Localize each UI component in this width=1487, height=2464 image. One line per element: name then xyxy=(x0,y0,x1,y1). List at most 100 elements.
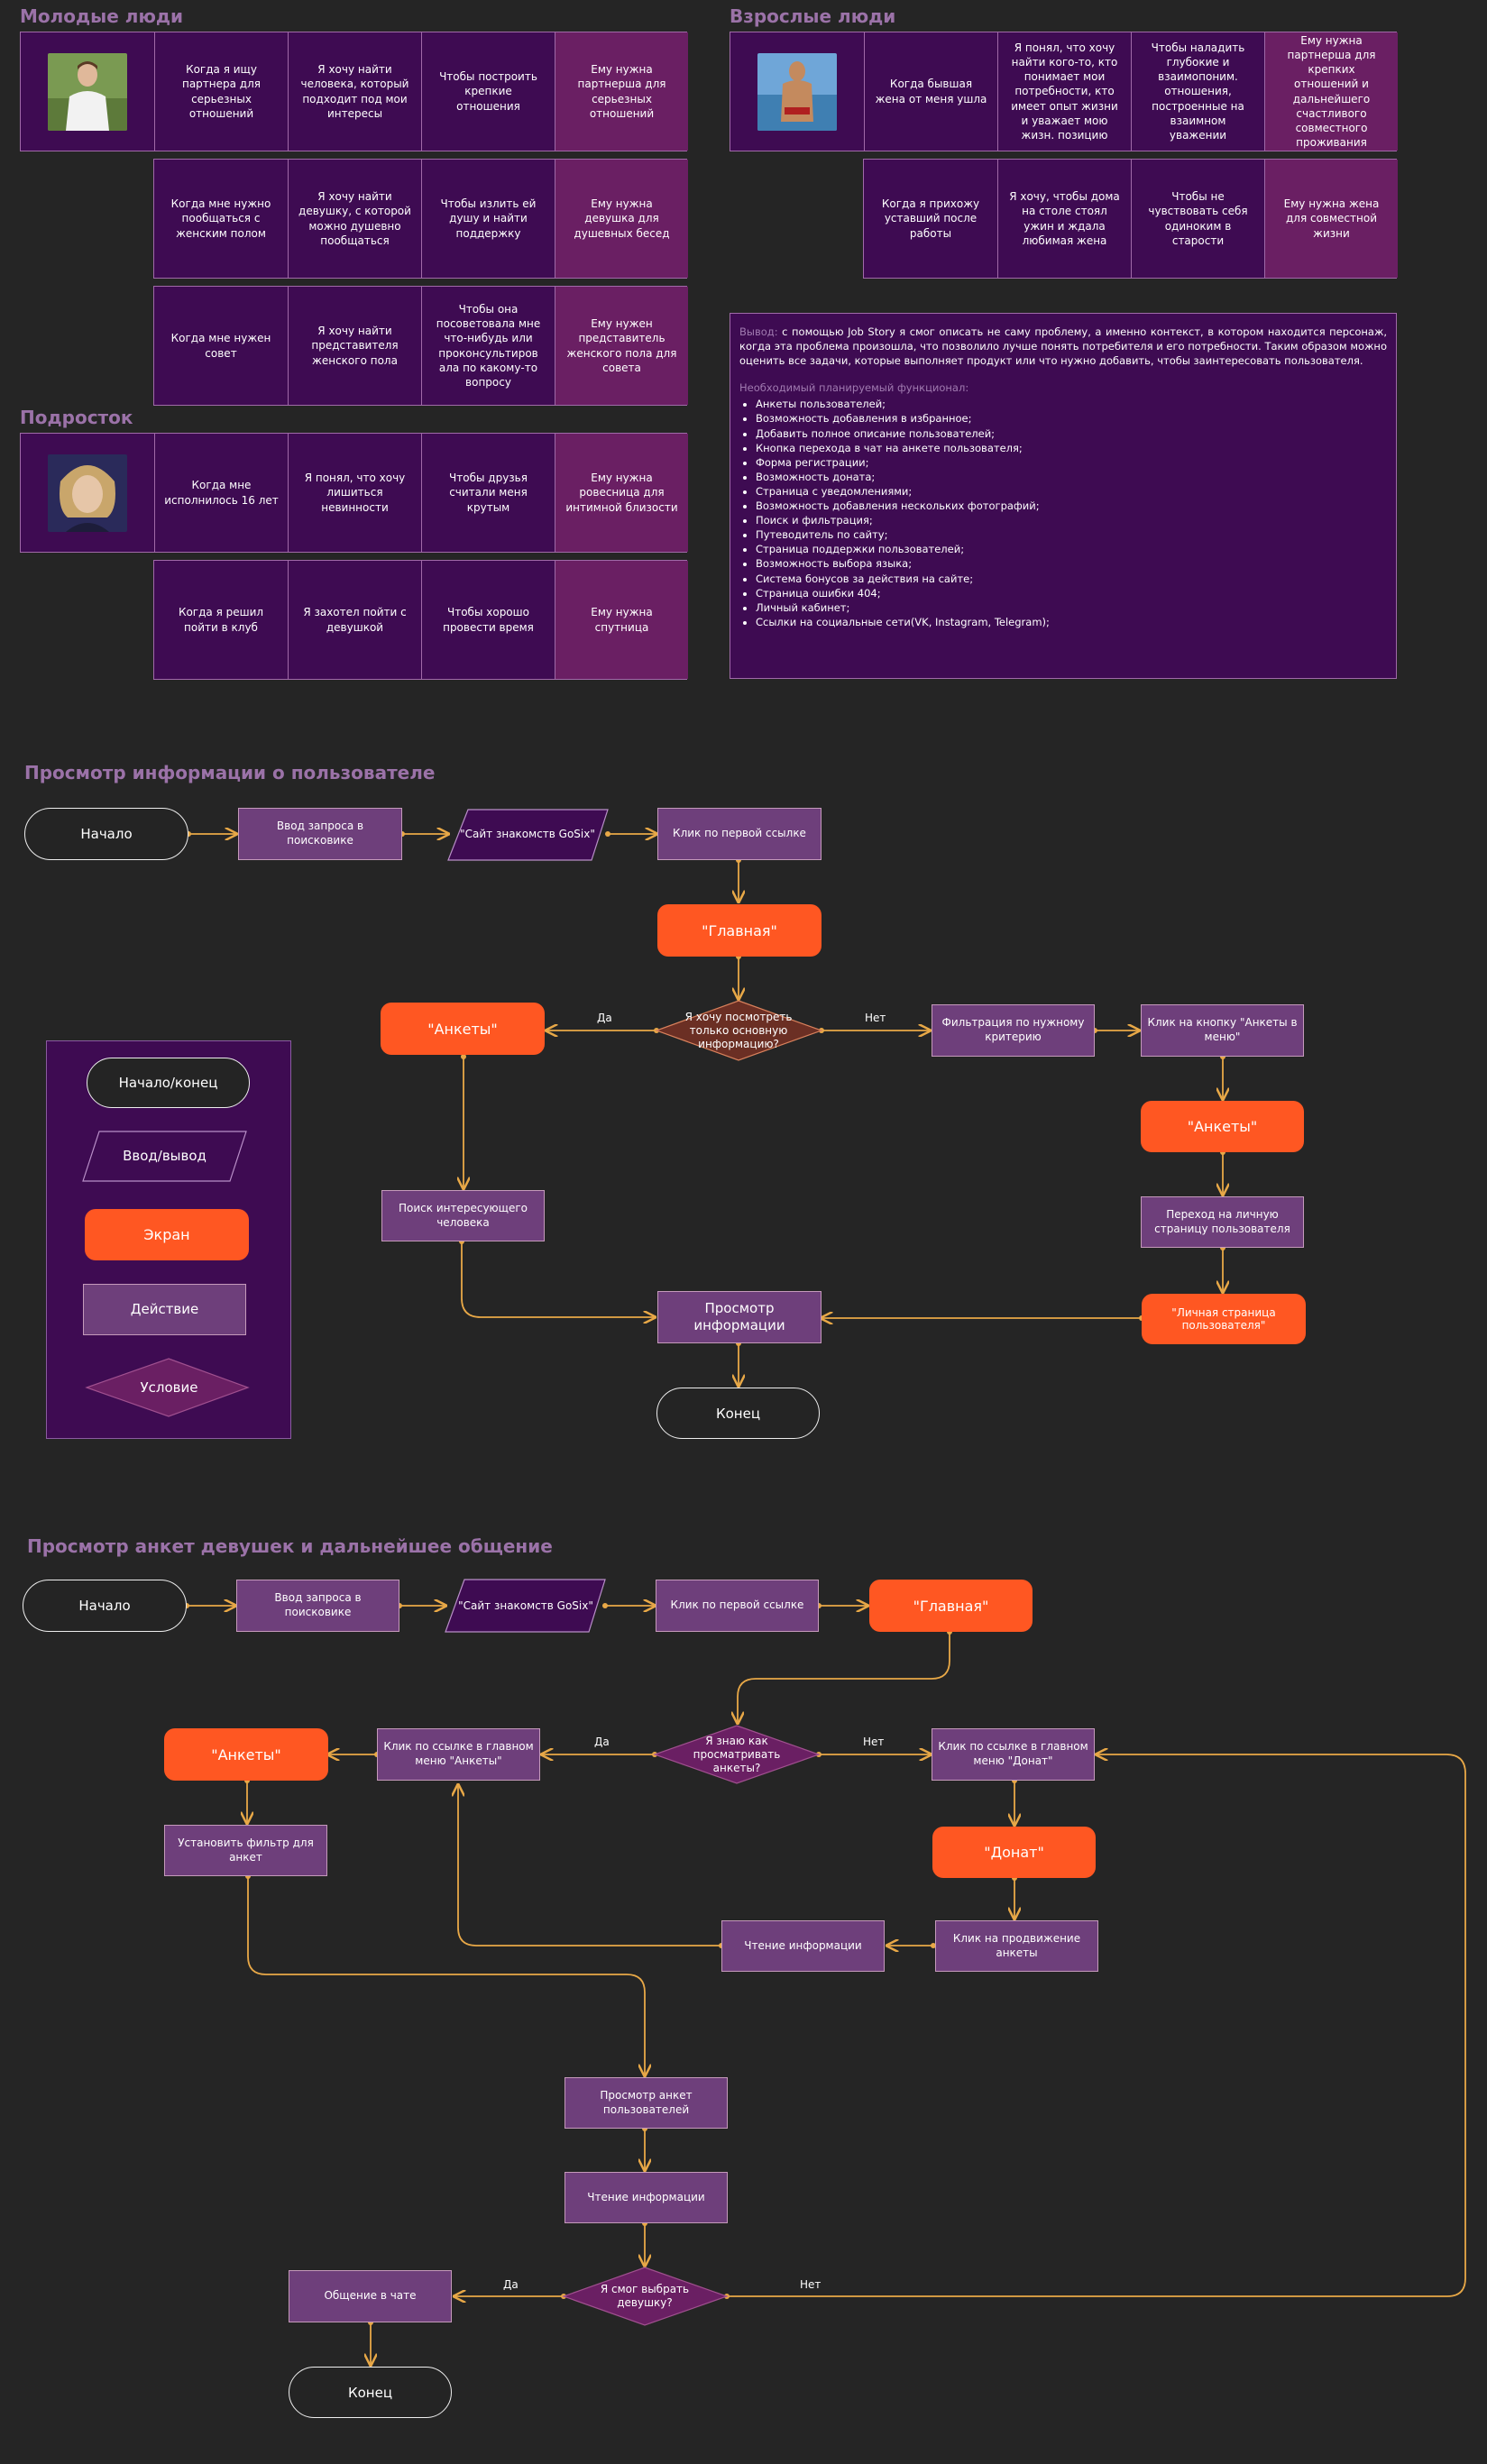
conclusion-text: с помощью Job Story я смог описать не са… xyxy=(739,325,1387,368)
story-cell: Чтобы хорошо провести время xyxy=(421,561,555,679)
story-cell: Когда мне нужно пообщаться с женским пол… xyxy=(170,197,271,240)
anketi-screen-2: "Анкеты" xyxy=(1141,1101,1304,1152)
legend-action: Действие xyxy=(83,1284,246,1335)
legend-io: Ввод/вывод xyxy=(123,1148,207,1165)
donat-screen: "Донат" xyxy=(932,1827,1096,1878)
read-info-action-2: Чтение информации xyxy=(565,2172,728,2223)
story-cell: Я хочу найти человека, который подходит … xyxy=(288,32,421,151)
search-action: Ввод запроса в поисковике xyxy=(238,808,402,860)
young-title: Молодые люди xyxy=(20,5,184,27)
menu-donat-action: Клик по ссылке в главном меню "Донат" xyxy=(932,1728,1095,1781)
story-cell: Чтобы друзья считали меня крутым xyxy=(421,434,555,552)
story-cell: Ему нужна девушка для душевных бесед xyxy=(555,160,688,278)
legend-condition-shape xyxy=(85,1358,250,1417)
conclusion-paragraph: Вывод: с помощью Job Story я смог описат… xyxy=(739,325,1387,368)
click-menu-action: Клик на кнопку "Анкеты в меню" xyxy=(1141,1004,1304,1057)
conclusion-label: Вывод: xyxy=(739,325,778,338)
functionality-item: Возможность добавления нескольких фотогр… xyxy=(756,499,1387,513)
chat-action: Общение в чате xyxy=(289,2270,452,2322)
adult-title: Взрослые люди xyxy=(730,5,896,27)
decision-text: Я хочу посмотреть только основную информ… xyxy=(684,1010,793,1050)
story-cell: Я хочу, чтобы дома на столе стоял ужин и… xyxy=(997,160,1131,278)
functionality-item: Личный кабинет; xyxy=(756,600,1387,615)
persona-photo-cell xyxy=(21,32,154,151)
no-label: Нет xyxy=(865,1012,886,1024)
io-shape xyxy=(447,809,609,861)
story-cell: Я понял, что хочу найти кого-то, кто пон… xyxy=(997,32,1131,151)
main-screen: "Главная" xyxy=(657,904,822,957)
decision-text-3: Я смог выбрать девушку? xyxy=(600,2283,690,2309)
story-cell: Чтобы наладить глубокие и взаимопоним. о… xyxy=(1131,32,1264,151)
story-cell: Когда мне исполнилось 16 лет xyxy=(154,434,288,552)
functionality-item: Возможность выбора языка; xyxy=(756,556,1387,571)
story-cell: Ему нужна жена для совместной жизни xyxy=(1264,160,1398,278)
start-terminal: Начало xyxy=(24,808,188,860)
functionality-item: Страница поддержки пользователей; xyxy=(756,542,1387,556)
story-cell: Я понял, что хочу лишиться невинности xyxy=(288,434,421,552)
functionality-item: Страница с уведомлениями; xyxy=(756,484,1387,499)
adult-man-photo xyxy=(757,52,837,131)
story-cell: Ему нужна партнерша для крепких отношени… xyxy=(1264,32,1398,151)
menu-anketi-action: Клик по ссылке в главном меню "Анкеты" xyxy=(377,1728,540,1781)
story-cell: Когда я решил пойти в клуб xyxy=(178,606,264,634)
adult-story-row-2: Когда я прихожу уставший после работы Я … xyxy=(863,159,1398,279)
start-terminal-2: Начало xyxy=(23,1580,187,1632)
end-terminal: Конец xyxy=(656,1388,820,1439)
functionality-item: Анкеты пользователей; xyxy=(756,397,1387,411)
legend-condition: Условие xyxy=(140,1379,198,1396)
anketi-screen-3: "Анкеты" xyxy=(164,1728,328,1781)
site-io: "Сайт знакомств GoSix" xyxy=(460,827,595,840)
flow1-title: Просмотр информации о пользователе xyxy=(24,762,436,783)
no-label-3: Нет xyxy=(800,2278,822,2291)
functionality-item: Ссылки на социальные сети(VK, Instagram,… xyxy=(756,615,1387,629)
legend-io-shape xyxy=(82,1131,247,1182)
flow2-title: Просмотр анкет девушек и дальнейшее обще… xyxy=(27,1535,553,1557)
young-story-row-1: Когда я ищу партнера для серьезных отнош… xyxy=(20,32,688,151)
personal-page-screen: "Личная страница пользователя" xyxy=(1142,1294,1306,1344)
main-screen-2: "Главная" xyxy=(869,1580,1033,1632)
legend-terminal: Начало/конец xyxy=(87,1058,250,1108)
story-cell: Чтобы излить ей душу и найти поддержку xyxy=(421,160,555,278)
filter-action: Фильтрация по нужному критерию xyxy=(932,1004,1095,1057)
story-cell: Я хочу найти девушку, с которой можно ду… xyxy=(288,160,421,278)
promote-action: Клик на продвижение анкеты xyxy=(935,1920,1098,1972)
story-cell: Ему нужен представитель женского пола дл… xyxy=(555,287,688,405)
end-terminal-2: Конец xyxy=(289,2367,452,2418)
read-info-action-1: Чтение информации xyxy=(721,1920,885,1972)
story-cell: Когда я ищу партнера для серьезных отнош… xyxy=(154,32,288,151)
teen-story-row-2: Когда я решил пойти в клуб Я захотел пой… xyxy=(153,560,688,680)
young-story-row-3: Когда мне нужен совет Я хочу найти предс… xyxy=(153,286,688,406)
decision-shape-2 xyxy=(653,1725,821,1784)
click-first-link-action-2: Клик по первой ссылке xyxy=(656,1580,819,1632)
decision-shape xyxy=(655,1000,823,1061)
story-cell: Когда бывшая жена от меня ушла xyxy=(864,32,997,151)
story-cell: Я захотел пойти с девушкой xyxy=(288,561,421,679)
legend-screen: Экран xyxy=(85,1209,249,1260)
functionality-item: Добавить полное описание пользователей; xyxy=(756,426,1387,441)
persona-photo-cell xyxy=(730,32,864,151)
view-profiles-action: Просмотр анкет пользователей xyxy=(565,2077,728,2129)
functionality-item: Возможность доната; xyxy=(756,470,1387,484)
functionality-item: Возможность добавления в избранное; xyxy=(756,411,1387,426)
yes-label-2: Да xyxy=(594,1736,610,1748)
site-io-2: "Сайт знакомств GoSix" xyxy=(458,1598,593,1612)
functionality-item: Форма регистрации; xyxy=(756,455,1387,470)
search-action-2: Ввод запроса в поисковике xyxy=(236,1580,399,1632)
functionality-item: Поиск и фильтрация; xyxy=(756,513,1387,527)
teen-photo xyxy=(48,453,127,532)
no-label-2: Нет xyxy=(863,1736,885,1748)
go-personal-action: Переход на личную страницу пользователя xyxy=(1141,1196,1304,1248)
view-info-action: Просмотр информации xyxy=(657,1291,822,1343)
functionality-item: Кнопка перехода в чат на анкете пользова… xyxy=(756,441,1387,455)
teen-story-row-1: Когда мне исполнилось 16 лет Я понял, чт… xyxy=(20,433,688,553)
young-story-row-2: Когда мне нужно пообщаться с женским пол… xyxy=(153,159,688,279)
set-filter-action: Установить фильтр для анкет xyxy=(164,1825,327,1876)
story-cell: Ему нужна ровесница для интимной близост… xyxy=(555,434,688,552)
anketi-screen: "Анкеты" xyxy=(381,1003,545,1055)
story-cell: Чтобы построить крепкие отношения xyxy=(421,32,555,151)
io-shape-2 xyxy=(445,1579,606,1633)
decision-shape-3 xyxy=(562,2267,729,2326)
